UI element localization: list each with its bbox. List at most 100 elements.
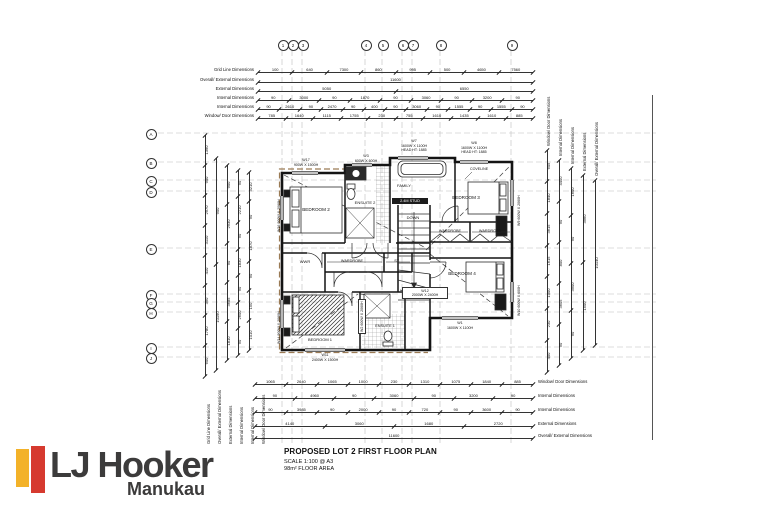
room-label-wwr: WWR (299, 259, 311, 264)
room-label-st: ST. (394, 259, 400, 263)
window-label-w7: W7 1600W X 1100H HEAD HT: 1885 (392, 139, 436, 153)
dim-line (255, 412, 533, 413)
dim-value: 400 (545, 352, 551, 360)
dim-value: 90 (569, 237, 575, 242)
dim-value: 6550 (459, 85, 469, 91)
dim-value: 90 (332, 94, 337, 100)
window-size: 600W X 2060H (517, 195, 521, 220)
dim-col-label: Overall/ External Dimensions (593, 122, 599, 176)
dim-value: 2210 (236, 205, 242, 215)
dim-col-label: Internal Dimensions (557, 118, 563, 156)
dim-value: 3000 (299, 94, 309, 100)
dim-value: 4400 (557, 176, 563, 185)
window-symbols (280, 156, 514, 352)
dim-value: 410 (203, 267, 209, 274)
dim-row-label-rotated: Internal Dimensions (250, 406, 255, 444)
dim-value: 1680 (424, 420, 434, 426)
dim-value: 11600 (390, 76, 401, 82)
dim-row-label: Internal Dimensions (538, 406, 576, 412)
dim-value: 1075 (451, 378, 461, 384)
dim-row-label-rotated: Overall/ External Dimensions (217, 390, 222, 444)
stud-height-badge: 2.4M STUD (392, 198, 428, 204)
room-label-wardrobe-a: WARDROBE (438, 229, 462, 233)
dim-value: 3600 (482, 406, 492, 412)
dim-row-label: Internal Dimensions (216, 94, 254, 100)
window-head-height: HEAD HT: 1885 (461, 150, 487, 155)
window-id: W17 (302, 158, 310, 162)
dim-value: 90 (453, 406, 458, 412)
dim-value: 1640 (294, 112, 304, 118)
dim-value: 800 (557, 259, 563, 266)
dim-row-label: Grid Line Dimensions (213, 66, 254, 72)
grid-bubble: 8 (435, 39, 447, 51)
dim-value: 7300 (339, 66, 349, 72)
window-label-w8: W8 1600W X 1100H HEAD HT: 1885 (450, 141, 498, 155)
dim-value: 90 (266, 103, 271, 109)
window-label-w9: W9 600W X 2060H (517, 195, 522, 226)
window-label-w17: W17 900W X 1500H (284, 158, 328, 167)
dim-value: 500 (443, 66, 451, 72)
dim-value: 90 (557, 342, 563, 347)
dim-value: 90 (510, 392, 516, 398)
dim-value: 2640 (296, 378, 306, 384)
title-block: PROPOSED LOT 2 FIRST FLOOR PLAN SCALE 1:… (284, 447, 437, 472)
dim-value: 230 (545, 321, 551, 328)
dim-value: 3210 (247, 182, 253, 192)
dim-value: 900 (203, 176, 209, 184)
dim-value: 3060 (354, 420, 364, 426)
window-id: W7 (411, 139, 417, 143)
dim-row-label: Overall/ External Dimensions (200, 76, 254, 82)
dim-row-label-rotated: External Dimensions (228, 405, 233, 444)
dim-row-label-rotated: Grid Line Dimensions (206, 403, 211, 444)
dim-value: 90 (431, 392, 436, 398)
window-label-w16: W16 900W X 2060H (277, 199, 282, 232)
dim-value: 1780 (203, 326, 209, 336)
coveline-note: COVELINE (470, 167, 489, 171)
dim-line (547, 150, 548, 372)
dim-value: 1600 (569, 187, 575, 197)
dim-value: 90 (350, 103, 356, 109)
dim-value: 3900 (569, 282, 575, 292)
window-label-w1: W1 1600W X 1100H (438, 321, 482, 330)
dim-value: 90 (272, 392, 278, 398)
dim-value: 1840 (545, 193, 551, 203)
dim-value: 1610 (432, 112, 442, 118)
dim-col-label: External Dimensions (581, 132, 587, 171)
dim-line (571, 168, 572, 358)
window-id: W16 (277, 224, 281, 232)
dim-value: 2470 (327, 103, 337, 109)
dim-line (255, 384, 533, 385)
window-size: 900W X 2060H (277, 199, 281, 224)
window-label-w2: W2 600W X 2060H (358, 299, 366, 334)
logo-location: Manukau (127, 479, 206, 499)
window-size: 1600W X 1100H (446, 325, 474, 330)
window-label-w3: W3 600W X 600H (346, 154, 386, 163)
dim-value: 995 (409, 66, 417, 72)
dim-value: 1500 (581, 301, 587, 311)
dim-line (249, 172, 250, 350)
dim-value: 640 (306, 66, 313, 72)
dim-value: 90 (308, 103, 314, 109)
dim-value: 3200 (482, 94, 492, 100)
lower-floor-dashed-outline (278, 168, 428, 354)
dim-col-label: Internal Dimensions (569, 126, 575, 164)
dim-value: 10190 (214, 311, 220, 323)
window-size: 600W X 2060H (359, 301, 364, 326)
window-id: W1 (457, 321, 463, 325)
logo-bar-red (31, 446, 45, 493)
dim-value: 90 (520, 103, 525, 109)
window-size: 900W X 2060H (277, 311, 281, 336)
window-label-w11: W11 2400W X 1500H (303, 353, 347, 362)
dim-value: 90 (515, 94, 520, 100)
dim-value: 1115 (322, 112, 331, 118)
dim-value: 90 (271, 94, 276, 100)
dim-line (227, 165, 228, 360)
room-label-wardrobe-b: WARDROBE (478, 229, 502, 233)
room-label-bedroom4: BEDROOM 4 (448, 271, 476, 276)
grid-bubble: 2 (287, 39, 299, 51)
dim-value: 90 (236, 180, 242, 186)
dim-value: 90 (454, 94, 459, 100)
window-id: W9 (517, 220, 521, 226)
window-id: W3 (363, 154, 369, 158)
